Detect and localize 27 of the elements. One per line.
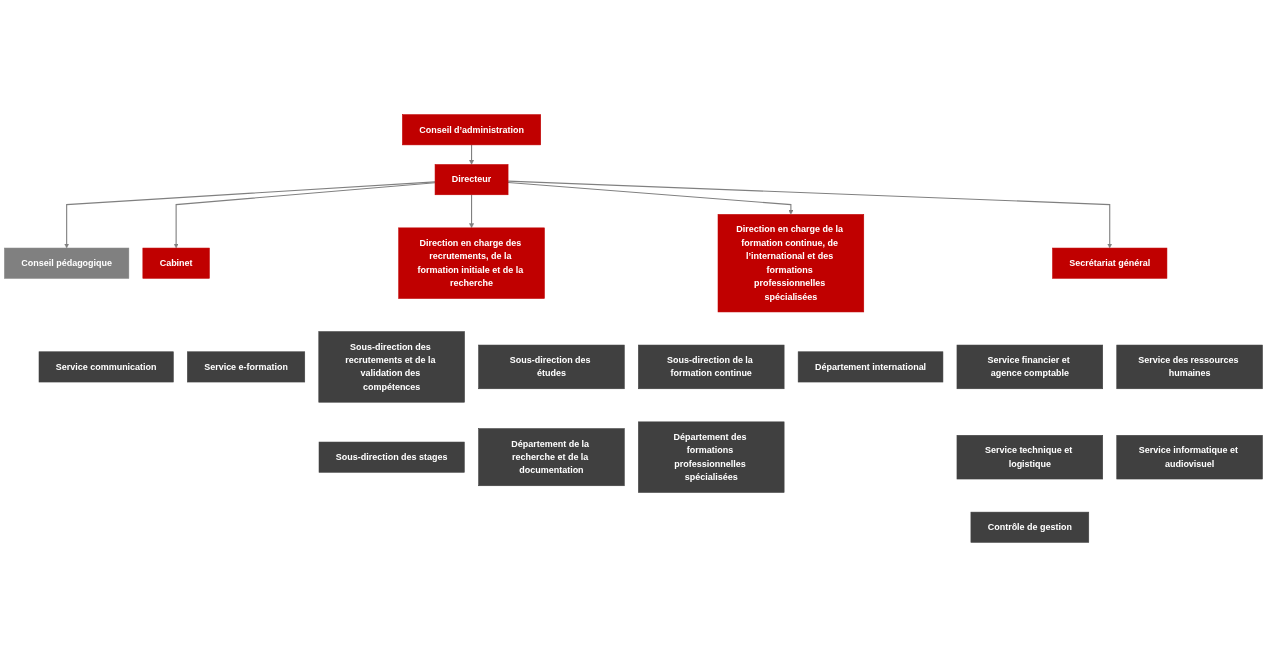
node-box: Service e-formation xyxy=(187,351,306,383)
node-box: Secrétariat général xyxy=(1052,247,1168,279)
node-box: Sous-direction de la formation continue xyxy=(638,344,785,390)
arrow xyxy=(64,181,436,249)
node-box: Sous-direction des recrutements et de la validation des compétences xyxy=(318,331,465,403)
arrow xyxy=(469,144,475,165)
node-box: Service des ressources humaines xyxy=(1116,344,1263,390)
node-box: Conseil d’administration xyxy=(402,114,541,146)
node-box: Département des formations professionnelles spécialisées xyxy=(638,421,785,493)
arrow xyxy=(507,180,1113,249)
node-box: Direction en charge de la formation continue, de l’international et des formations professionnelles spécialisées xyxy=(717,214,865,313)
node-box: Sous-direction des stages xyxy=(318,441,465,473)
node-box: Directeur xyxy=(434,164,509,196)
node-box: Service informatique et audiovisuel xyxy=(1116,435,1263,480)
arrow xyxy=(507,181,794,215)
node-box: Conseil pédagogique xyxy=(4,247,130,279)
node-box: Sous-direction des études xyxy=(478,344,625,390)
node-box: Direction en charge des recrutements, de la formation initiale et de la recherche xyxy=(398,227,545,299)
node-box: Département de la recherche et de la documentation xyxy=(478,428,625,487)
node-box: Département international xyxy=(797,351,944,383)
node-box: Contrôle de gestion xyxy=(970,511,1090,543)
arrow xyxy=(469,194,475,229)
node-box: Service financier et agence comptable xyxy=(956,344,1103,390)
node-box: Cabinet xyxy=(142,247,210,279)
node-box: Service technique et logistique xyxy=(956,435,1103,480)
arrow xyxy=(173,182,436,249)
node-box: Service communication xyxy=(38,351,174,383)
